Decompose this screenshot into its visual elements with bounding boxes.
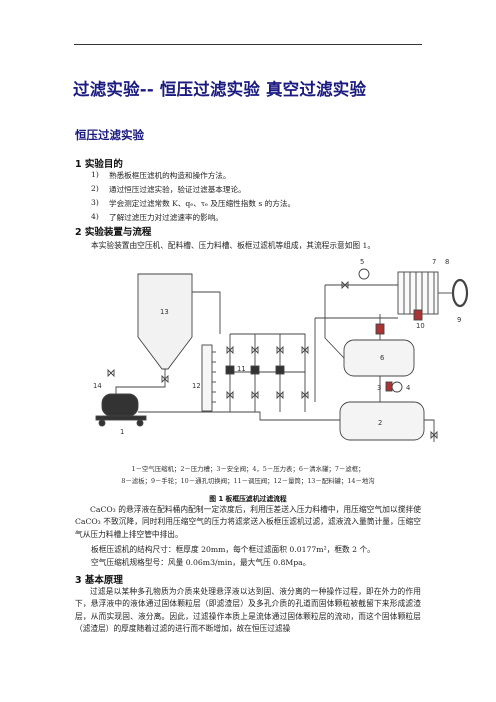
- diagram-legend-line-2: 8－滤板；9－手轮；10－通孔切换阀；11－调压阀；12－量筒；13－配料罐；1…: [121, 477, 375, 485]
- heading-apparatus-and-flow: 2 实验装置与流程: [75, 227, 152, 238]
- switch-valve-10: [413, 309, 423, 321]
- label-12: 12: [192, 382, 201, 390]
- drain-14: [107, 368, 115, 378]
- pressure-gauge-4: [391, 381, 403, 393]
- label-13: 13: [160, 308, 169, 316]
- label-14: 14: [93, 382, 102, 390]
- measuring-cylinder-12: [201, 344, 213, 412]
- header-rule: [74, 44, 422, 45]
- label-7: 7: [432, 258, 436, 266]
- filter-press-specs: 板框压滤机的结构尺寸：框厚度 20mm，每个框过滤面积 0.0177m²，框数 …: [91, 545, 375, 554]
- label-1: 1: [120, 428, 124, 436]
- purpose-item-text: 了解过滤压力对过滤速率的影响。: [109, 213, 223, 222]
- pressure-tank-2: [339, 401, 425, 441]
- apparatus-intro: 本实验装置由空压机、配料槽、压力料槽、板框过滤机等组成，其流程示意如图 1。: [91, 241, 376, 250]
- section-title: 恒压过滤实验: [75, 128, 144, 142]
- label-2: 2: [378, 419, 382, 427]
- heading-experiment-purpose: 1 实验目的: [75, 159, 123, 170]
- purpose-item-text: 通过恒压过滤实验，验证过滤基本理论。: [109, 185, 246, 194]
- filter-press-7-8: [397, 271, 439, 315]
- label-8: 8: [445, 258, 449, 266]
- figure-caption: 图 1 板框压滤机过滤流程: [209, 495, 287, 503]
- principle-text: 过滤是以某种多孔物质为介质来处理悬浮液以达到固、液分离的一种操作过程，即在外力的…: [75, 587, 421, 633]
- label-3: 3: [377, 384, 381, 392]
- clear-water-tank-6: [343, 339, 415, 377]
- purpose-item-text: 熟悉板框压滤机的构造和操作方法。: [109, 171, 231, 180]
- compressor-specs: 空气压缩机规格型号：风量 0.06m3/min，最大气压 0.8Mpa。: [91, 558, 311, 567]
- label-10: 10: [416, 322, 425, 330]
- safety-valve-3: [385, 381, 393, 392]
- purpose-item-number: 1): [91, 170, 99, 179]
- label-9: 9: [457, 316, 461, 324]
- label-4: 4: [406, 384, 410, 392]
- document-title: 过滤实验-- 恒压过滤实验 真空过滤实验: [73, 80, 367, 99]
- pressure-gauge-5: [358, 268, 370, 280]
- heading-basic-principle: 3 基本原理: [75, 575, 123, 586]
- label-5: 5: [360, 258, 364, 266]
- hand-wheel-9: [451, 278, 469, 308]
- purpose-item-text: 学会测定过滤常数 K、qₑ、τₑ 及压缩性指数 s 的方法。: [109, 199, 296, 208]
- batching-tank-13: [137, 273, 193, 370]
- purpose-item-number: 3): [91, 198, 99, 207]
- purpose-item-number: 2): [91, 184, 99, 193]
- label-11: 11: [237, 365, 246, 373]
- label-6: 6: [380, 354, 384, 362]
- purpose-item-number: 4): [91, 212, 99, 221]
- filtration-flow-diagram: 1 2 3 4 5 6 7 8 9 10 11 12 13 14: [93, 258, 469, 442]
- diagram-legend-line-1: 1－空气压缩机；2－压力槽；3－安全阀；4，5－压力表；6－清水罐；7－滤框；: [131, 465, 365, 473]
- flow-description: CaCO₃ 的悬浮液在配料桶内配制一定浓度后，利用压差送入压力料槽中，用压缩空气…: [75, 505, 421, 539]
- regulating-valve-11: [225, 365, 235, 375]
- air-compressor-1: [101, 393, 139, 417]
